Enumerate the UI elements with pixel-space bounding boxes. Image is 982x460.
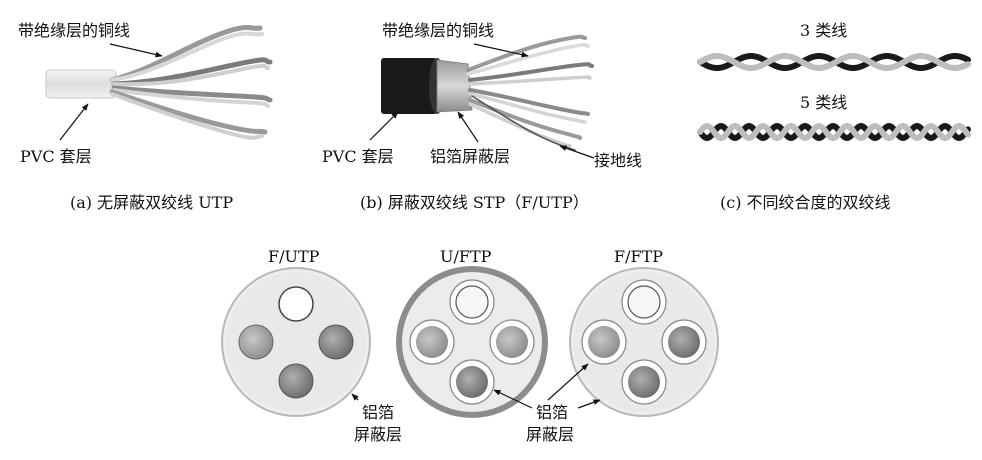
cross-section-futp: F/UTP — [221, 247, 371, 417]
fftp-pair-top — [621, 279, 667, 325]
fftp-pair-right — [661, 319, 707, 365]
twist-caption: (c) 不同绞合度的双绞线 — [720, 193, 891, 212]
foil-label-left: 铝箔 屏蔽层 — [351, 393, 402, 444]
fftp-pair-left — [581, 319, 627, 365]
stp-jacket-label: PVC 套层 — [322, 147, 394, 166]
utp-conductor-label: 带绝缘层的铜线 — [18, 21, 130, 40]
cross-section-fftp: F/FTP — [569, 247, 719, 417]
stp-foil-label: 铝箔屏蔽层 — [430, 147, 510, 166]
panel-a-utp: 带绝缘层的铜线 PVC 套层 (a) 无屏蔽双绞线 UTP — [18, 21, 273, 212]
cat3-twisted-pair — [697, 52, 971, 72]
panel-c-twist: 3 类线 5 类线 (c) 不同绞合度的双绞线 — [697, 21, 971, 212]
foil-arrow-uftp — [493, 389, 533, 409]
cross-section-uftp: U/FTP — [396, 247, 548, 418]
foil-arrow-fftp-outer — [577, 399, 601, 409]
foil-label-right-line1: 铝箔 — [536, 403, 568, 422]
futp-pair-bottom — [278, 363, 314, 399]
cat3-label: 3 类线 — [800, 21, 847, 40]
uftp-title: U/FTP — [440, 247, 492, 266]
foil-label-right-line2: 屏蔽层 — [526, 425, 574, 444]
panel-b-stp: 带绝缘层的铜线 PVC 套层 铝箔屏蔽层 接地线 (b) 屏蔽双绞线 STP（F… — [322, 21, 642, 212]
utp-conductor-arrow — [109, 43, 163, 58]
foil-label-right: 铝箔 屏蔽层 — [493, 363, 601, 444]
futp-pair-top — [278, 286, 314, 322]
foil-arrow-futp — [351, 393, 359, 401]
fftp-pair-bottom — [621, 359, 667, 405]
utp-caption: (a) 无屏蔽双绞线 UTP — [70, 193, 233, 212]
stp-jacket-arrow — [369, 111, 399, 141]
futp-title: F/UTP — [268, 247, 320, 266]
stp-foil-arrow — [457, 111, 479, 143]
foil-label-left-line1: 铝箔 — [362, 403, 394, 422]
stp-conductor-arrow — [473, 43, 529, 58]
stp-ground-label: 接地线 — [594, 151, 642, 170]
stp-conductor-label: 带绝缘层的铜线 — [382, 21, 494, 40]
uftp-pair-top — [449, 279, 495, 325]
utp-cable-illustration — [45, 25, 273, 140]
cat5-twisted-pair — [697, 122, 971, 142]
uftp-pair-left — [409, 319, 455, 365]
stp-ground-arrow — [559, 145, 595, 159]
utp-jacket-label: PVC 套层 — [20, 147, 92, 166]
foil-label-left-line2: 屏蔽层 — [354, 425, 402, 444]
uftp-pair-right — [489, 319, 535, 365]
fftp-title: F/FTP — [614, 247, 663, 266]
foil-arrow-fftp-inner — [547, 363, 589, 401]
uftp-pair-bottom — [449, 359, 495, 405]
utp-jacket-arrow — [59, 103, 89, 141]
stp-cable-illustration — [381, 34, 594, 151]
futp-pair-left — [238, 324, 274, 360]
futp-pair-right — [318, 324, 354, 360]
cat5-label: 5 类线 — [800, 93, 847, 112]
stp-caption: (b) 屏蔽双绞线 STP（F/UTP） — [360, 193, 589, 212]
